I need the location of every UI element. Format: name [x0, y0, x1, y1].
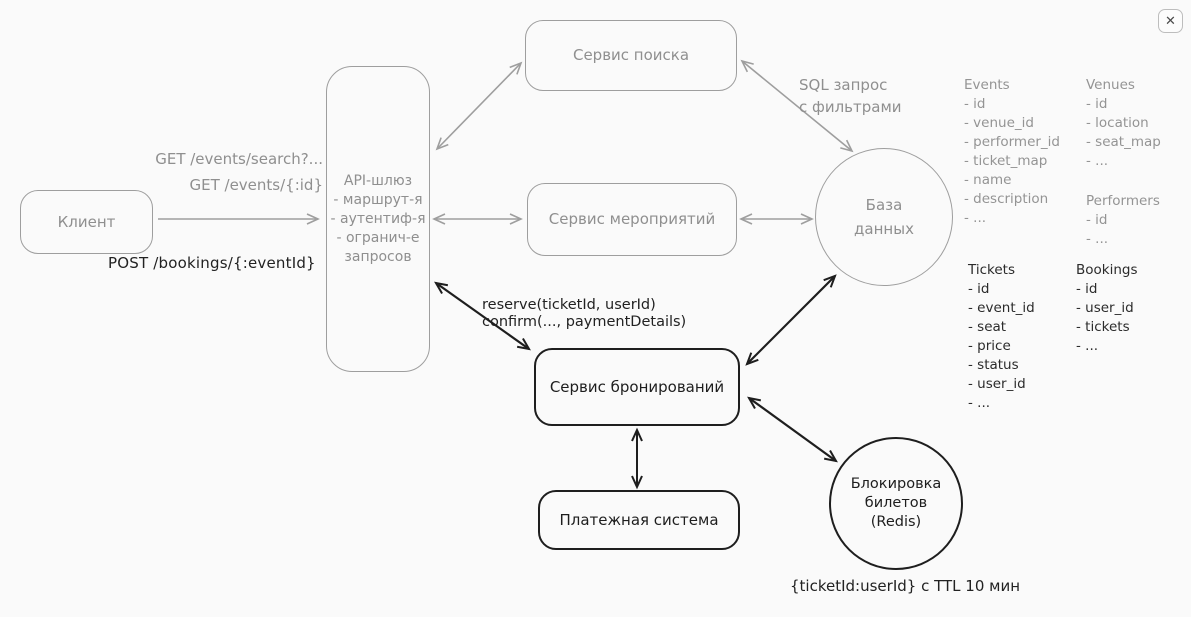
schema-venues: Venues - id - location - seat_map - ... [1086, 76, 1161, 171]
schema-tickets-title: Tickets [968, 262, 1015, 278]
text-line: API-шлюз [343, 172, 413, 189]
text-line: - venue_id [964, 115, 1034, 131]
label-ticket-ttl: {ticketId:userId} с TTL 10 мин [790, 577, 1021, 595]
node-events-service-label: Сервис мероприятий [548, 210, 716, 228]
schema-bookings-title: Bookings [1076, 262, 1138, 278]
text-line: - location [1086, 115, 1149, 131]
node-api-gateway-text: API-шлюз - маршрут-я - аутентиф-я - огранич… [331, 172, 426, 267]
text-line: - price [968, 338, 1011, 354]
node-database: База данных [815, 148, 953, 286]
close-icon: ✕ [1165, 13, 1176, 29]
text-line: - status [968, 357, 1019, 373]
text-line: - id [1086, 96, 1108, 112]
text-line: SQL запрос [799, 76, 888, 94]
text-line: - ... [1076, 338, 1099, 354]
text-line: запросов [344, 248, 412, 265]
text-line: База [865, 196, 903, 214]
schema-events-title: Events [964, 77, 1010, 93]
node-ticket-lock-text: Блокировка билетов (Redis) [851, 475, 942, 532]
text-line: билетов [864, 495, 928, 511]
text-line: данных [854, 220, 914, 238]
text-line: - event_id [968, 300, 1035, 316]
text-line: confirm(..., paymentDetails) [482, 314, 687, 330]
text-line: - ... [1086, 153, 1109, 169]
schema-venues-fields: - id - location - seat_map - ... [1086, 95, 1161, 171]
text-line: - id [964, 96, 986, 112]
node-client-label: Клиент [57, 212, 116, 231]
node-database-text: База данных [854, 193, 914, 241]
text-line: - seat_map [1086, 134, 1161, 150]
label-sql-query: SQL запрос с фильтрами [799, 74, 902, 118]
schema-tickets-fields: - id - event_id - seat - price - status - use… [968, 280, 1035, 413]
text-line: - description [964, 191, 1049, 207]
node-booking-service-label: Сервис бронирований [549, 377, 725, 396]
text-line: - user_id [1076, 300, 1134, 316]
text-line: - user_id [968, 376, 1026, 392]
schema-performers-fields: - id - ... [1086, 211, 1160, 249]
node-payment-system: Платежная система [538, 490, 740, 550]
schema-events-fields: - id - venue_id - performer_id - ticket_map… [964, 95, 1060, 228]
text-line: - маршрут-я [333, 191, 423, 208]
text-line: - tickets [1076, 319, 1130, 335]
close-button[interactable]: ✕ [1158, 9, 1183, 33]
text-line: reserve(ticketId, userId) [482, 297, 656, 313]
text-line: Блокировка [850, 476, 942, 492]
schema-bookings: Bookings - id - user_id - tickets - ... [1076, 261, 1138, 356]
text-line: - огранич-е [336, 229, 420, 246]
text-line: - id [1086, 212, 1108, 228]
text-line: - id [968, 281, 990, 297]
arrow-booking-database [745, 274, 837, 366]
text-line: - ... [964, 210, 987, 226]
arrow-gateway-search [435, 61, 523, 151]
text-line: - seat [968, 319, 1007, 335]
schema-performers-title: Performers [1086, 193, 1160, 209]
schema-events: Events - id - venue_id - performer_id - tic… [964, 76, 1060, 228]
node-client: Клиент [20, 190, 153, 254]
text-line: - аутентиф-я [330, 210, 426, 227]
schema-tickets: Tickets - id - event_id - seat - price - sta… [968, 261, 1035, 413]
node-events-service: Сервис мероприятий [527, 183, 737, 256]
node-payment-system-label: Платежная система [559, 510, 719, 529]
text-line: - ... [968, 395, 991, 411]
label-booking-calls: reserve(ticketId, userId)confirm(..., pa… [482, 297, 686, 331]
label-post-bookings: POST /bookings/{:eventId} [108, 254, 316, 272]
schema-venues-title: Venues [1086, 77, 1135, 93]
text-line: - name [964, 172, 1012, 188]
node-ticket-lock-redis: Блокировка билетов (Redis) [829, 437, 963, 570]
node-api-gateway: API-шлюз - маршрут-я - аутентиф-я - огранич… [326, 66, 430, 372]
text-line: - id [1076, 281, 1098, 297]
text-line: - performer_id [964, 134, 1060, 150]
node-booking-service: Сервис бронирований [534, 348, 740, 426]
text-line: - ... [1086, 231, 1109, 247]
arrow-booking-ticket-lock [747, 396, 838, 463]
text-line: (Redis) [870, 514, 922, 530]
text-line: - ticket_map [964, 153, 1048, 169]
text-line: с фильтрами [799, 98, 902, 116]
label-get-events-search: GET /events/search?... [155, 150, 323, 168]
node-search-service: Сервис поиска [525, 20, 737, 91]
schema-bookings-fields: - id - user_id - tickets - ... [1076, 280, 1138, 356]
node-search-service-label: Сервис поиска [572, 46, 690, 64]
schema-performers: Performers - id - ... [1086, 192, 1160, 249]
label-get-events-id: GET /events/{:id} [189, 176, 323, 194]
